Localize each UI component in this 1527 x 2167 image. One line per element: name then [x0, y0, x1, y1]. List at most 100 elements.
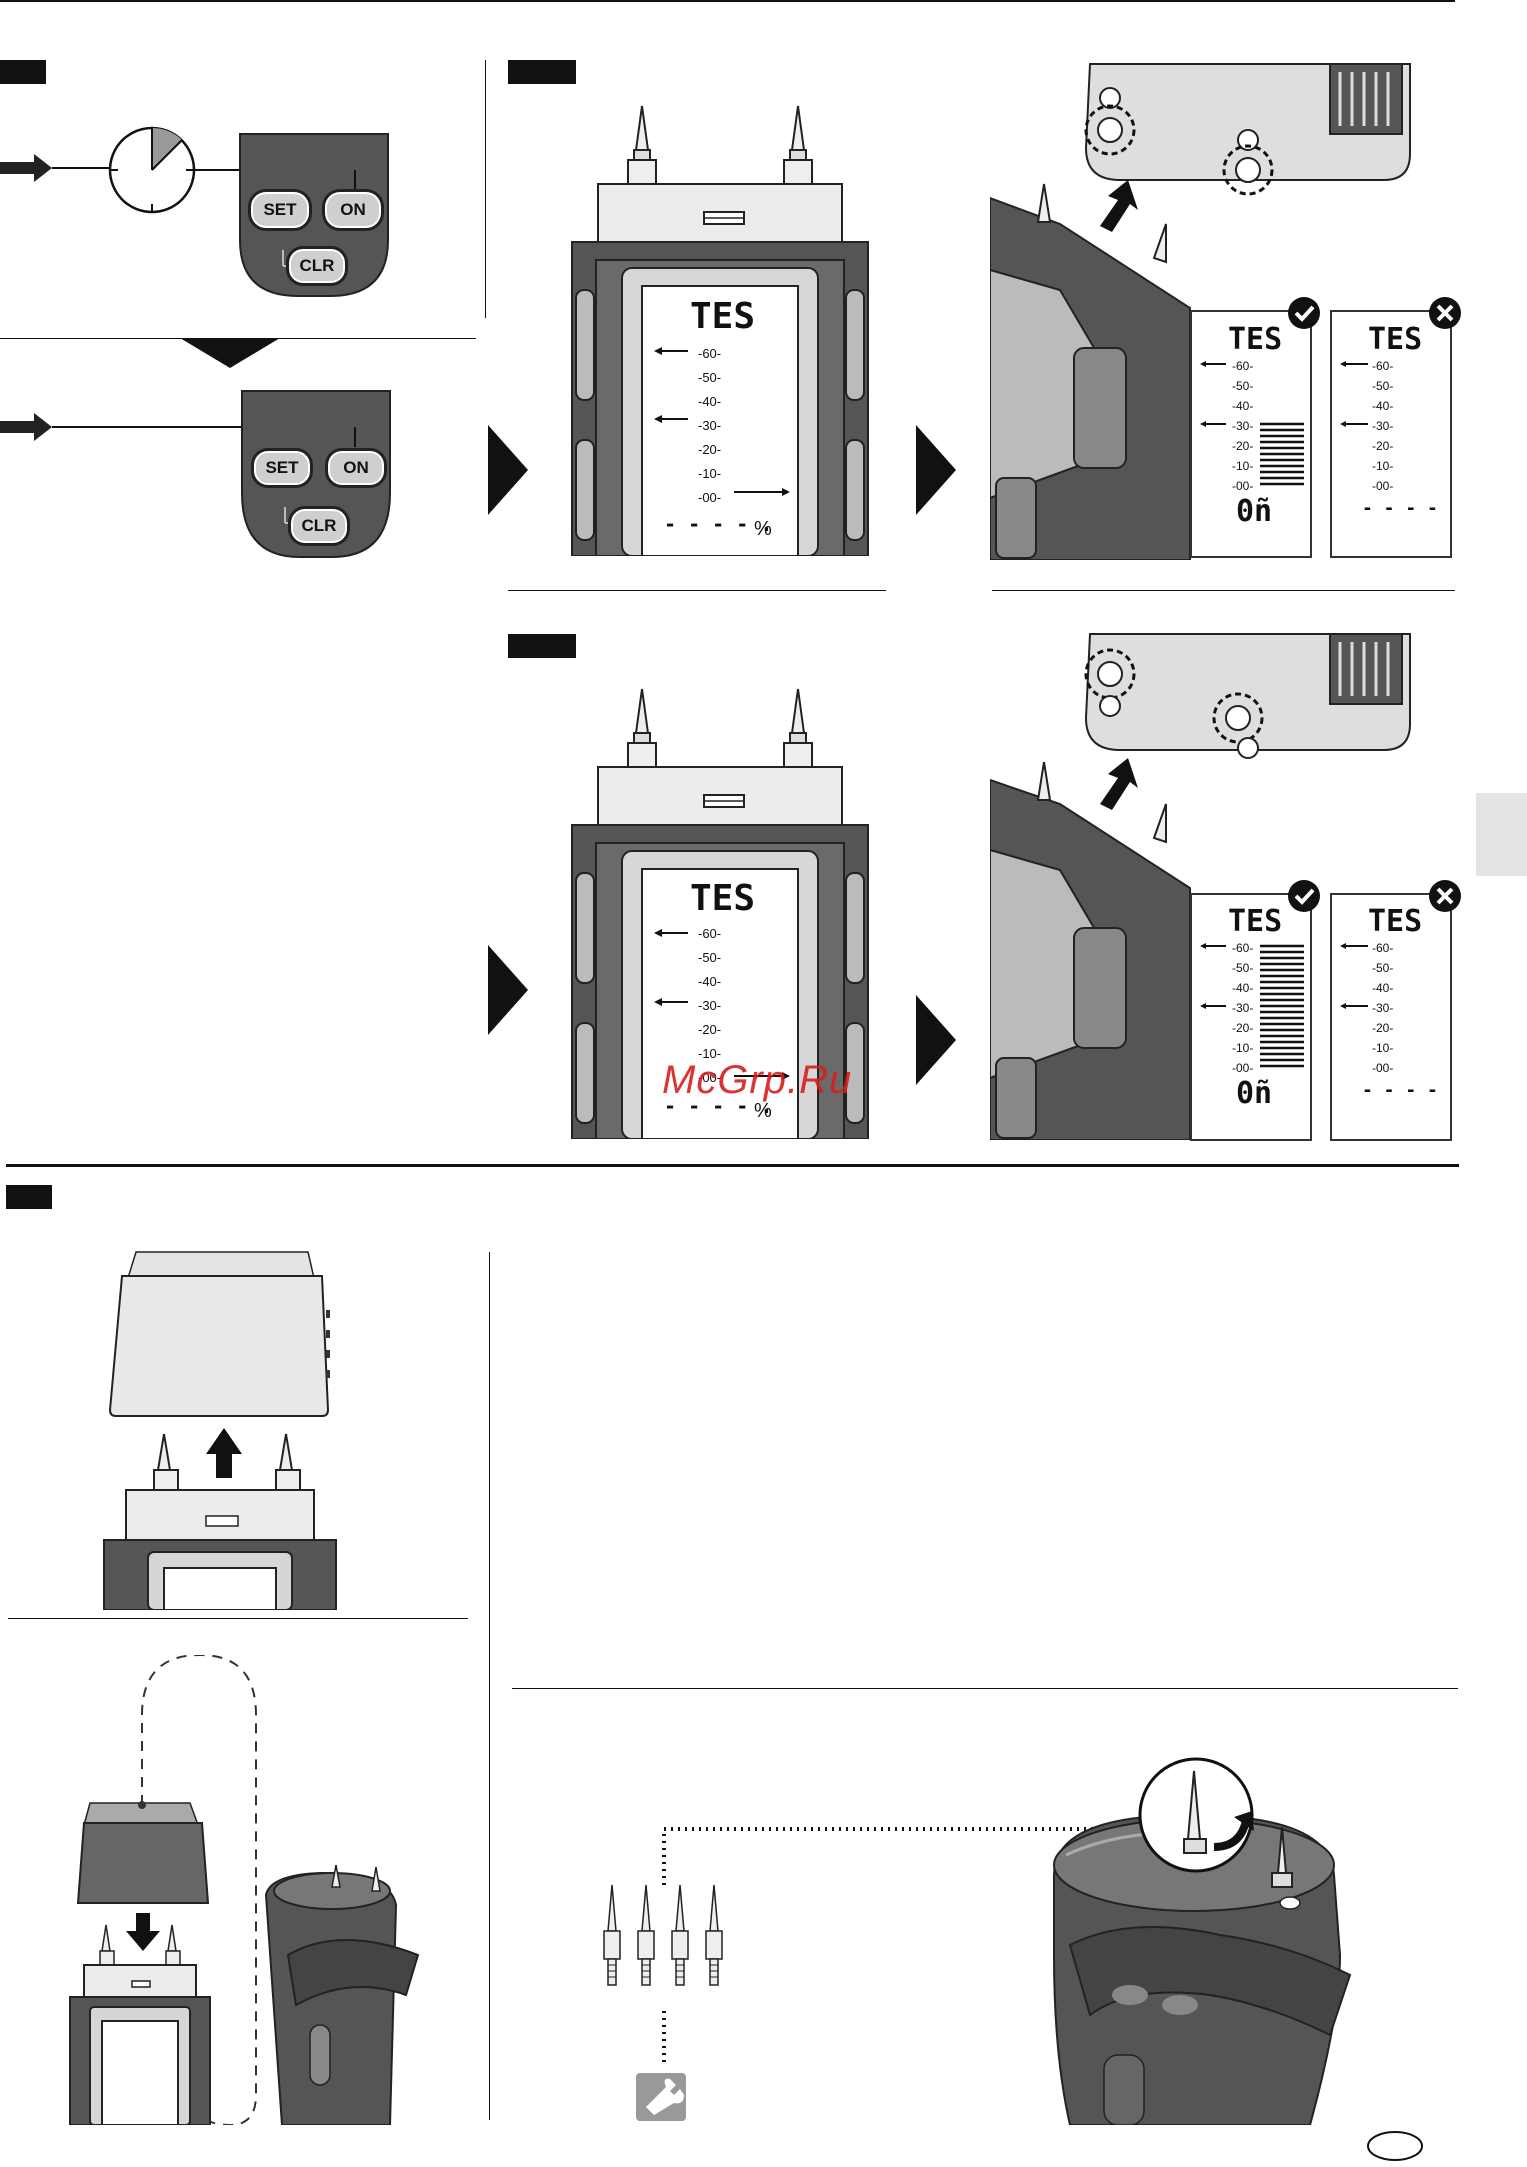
arrow-right-icon: [0, 413, 52, 441]
scale-50: -50-: [1372, 961, 1394, 975]
scale-30: -30-: [698, 418, 722, 433]
divider-thick: [6, 1164, 1459, 1167]
scale-20: -20-: [1372, 1021, 1394, 1035]
test-contacts-view-1: [990, 63, 1411, 560]
cap-storage-diagram: [69, 1655, 420, 2125]
divider-v-top: [485, 60, 486, 318]
scale-40: -40-: [1232, 981, 1254, 995]
fail-result-2: - - - -: [1362, 1080, 1438, 1101]
section-label-4: [6, 1185, 52, 1209]
arrow-down-triangle: [180, 338, 280, 368]
remove-cap-diagram: [103, 1251, 337, 1610]
scale-20: -20-: [1232, 1021, 1254, 1035]
scale-50: -50-: [1232, 379, 1254, 393]
meter-front-1: [571, 105, 869, 556]
language-badge-icon: [1367, 2131, 1423, 2161]
lcd-scale-1: -60- -50- -40- -30- -20- -10- -00-: [698, 342, 721, 510]
scale-10: -10-: [1372, 1041, 1394, 1055]
ok-scale: -60- -50- -40- -30- -20- -10- -00-: [1232, 356, 1253, 496]
scale-10: -10-: [1232, 1041, 1254, 1055]
spare-pins: [603, 1884, 723, 1986]
fail-mode: TES: [1368, 322, 1423, 357]
side-tab: [1476, 793, 1527, 876]
result-ok-display-1: [1190, 310, 1312, 558]
divider-v-bottom: [489, 1252, 490, 2120]
cross-icon: [1429, 297, 1461, 329]
step-arrow-4: [916, 995, 956, 1085]
clr-button-label: CLR: [301, 516, 337, 535]
set-button[interactable]: SET: [248, 189, 312, 231]
divider-h-mid-2: [992, 590, 1455, 591]
lcd-percent-2: %: [754, 1100, 772, 1122]
scale-00: -00-: [698, 1070, 722, 1085]
ok-bars-2: [1200, 943, 1304, 1068]
fail-scale-2: -60- -50- -40- -30- -20- -10- -00-: [1372, 938, 1393, 1078]
scale-60: -60-: [1372, 941, 1394, 955]
ok-result-2: 0ñ: [1236, 1076, 1273, 1111]
scale-10: -10-: [698, 1046, 722, 1061]
fail-mode-2: TES: [1368, 904, 1423, 939]
scale-50: -50-: [698, 370, 722, 385]
fail-arrows-2: [1340, 943, 1368, 1009]
scale-10: -10-: [698, 466, 722, 481]
lcd-mode-2: TES: [690, 878, 756, 919]
step-arrow-2: [916, 425, 956, 515]
scale-30: -30-: [1232, 1001, 1254, 1015]
scale-40: -40-: [1372, 399, 1394, 413]
scale-20: -20-: [1372, 439, 1394, 453]
arrow-up-icon: [206, 1428, 242, 1478]
scale-30: -30-: [1372, 1001, 1394, 1015]
cross-icon: [1429, 880, 1461, 912]
fail-result-1: - - - -: [1362, 498, 1438, 519]
clr-button[interactable]: CLR: [286, 246, 348, 286]
lcd-percent-1: %: [754, 518, 772, 540]
scale-00: -00-: [698, 490, 722, 505]
test-contacts-view-2: [990, 633, 1411, 1140]
scale-00: -00-: [1372, 479, 1394, 493]
section-label-3: [508, 634, 576, 658]
arrow-down-icon: [126, 1913, 160, 1951]
divider-h-mid-1: [508, 590, 886, 591]
on-button-label: ON: [340, 200, 366, 219]
on-button[interactable]: ON: [322, 189, 384, 231]
scale-00: -00-: [1232, 1061, 1254, 1075]
scale-60: -60-: [1232, 359, 1254, 373]
check-icon: [1288, 880, 1320, 912]
arrow-right-icon: [0, 154, 52, 182]
scale-20: -20-: [1232, 439, 1254, 453]
scale-40: -40-: [1232, 399, 1254, 413]
scale-20: -20-: [698, 1022, 722, 1037]
scale-40: -40-: [698, 394, 722, 409]
step-arrow-3: [488, 945, 528, 1035]
set-button-label: SET: [265, 458, 299, 477]
set-button-label: SET: [263, 200, 297, 219]
fail-scale: -60- -50- -40- -30- -20- -10- -00-: [1372, 356, 1393, 496]
scale-60: -60-: [1232, 941, 1254, 955]
fail-arrows-1: [1340, 361, 1368, 427]
section-label-1: [0, 60, 46, 84]
section-label-2: [508, 60, 576, 84]
lcd-reading-2: - - - - .: [664, 1094, 773, 1118]
clr-button-2[interactable]: CLR: [288, 506, 350, 546]
scale-40: -40-: [698, 974, 722, 989]
ok-mode-2: TES: [1228, 904, 1283, 939]
ok-scale-2: -60- -50- -40- -30- -20- -10- -00-: [1232, 938, 1253, 1078]
on-button-2[interactable]: ON: [325, 448, 387, 488]
scale-10: -10-: [1232, 459, 1254, 473]
scale-60: -60-: [698, 346, 722, 361]
scale-60: -60-: [1372, 359, 1394, 373]
wrench-icon: [636, 2073, 686, 2121]
clr-button-label: CLR: [299, 256, 335, 275]
lcd-reading-1: - - - - .: [664, 512, 773, 536]
scale-50: -50-: [1232, 961, 1254, 975]
lcd-scale-2: -60- -50- -40- -30- -20- -10- -00-: [698, 922, 721, 1090]
top-rule: [0, 0, 1455, 2]
set-button-2[interactable]: SET: [251, 448, 313, 488]
check-icon: [1288, 297, 1320, 329]
pin-replacement-diagram: [603, 1757, 1352, 2125]
result-fail-display-1: [1330, 310, 1452, 558]
ok-mode: TES: [1228, 322, 1283, 357]
power-on-diagram: [0, 126, 389, 297]
scale-20: -20-: [698, 442, 722, 457]
clock-icon: [108, 126, 196, 214]
